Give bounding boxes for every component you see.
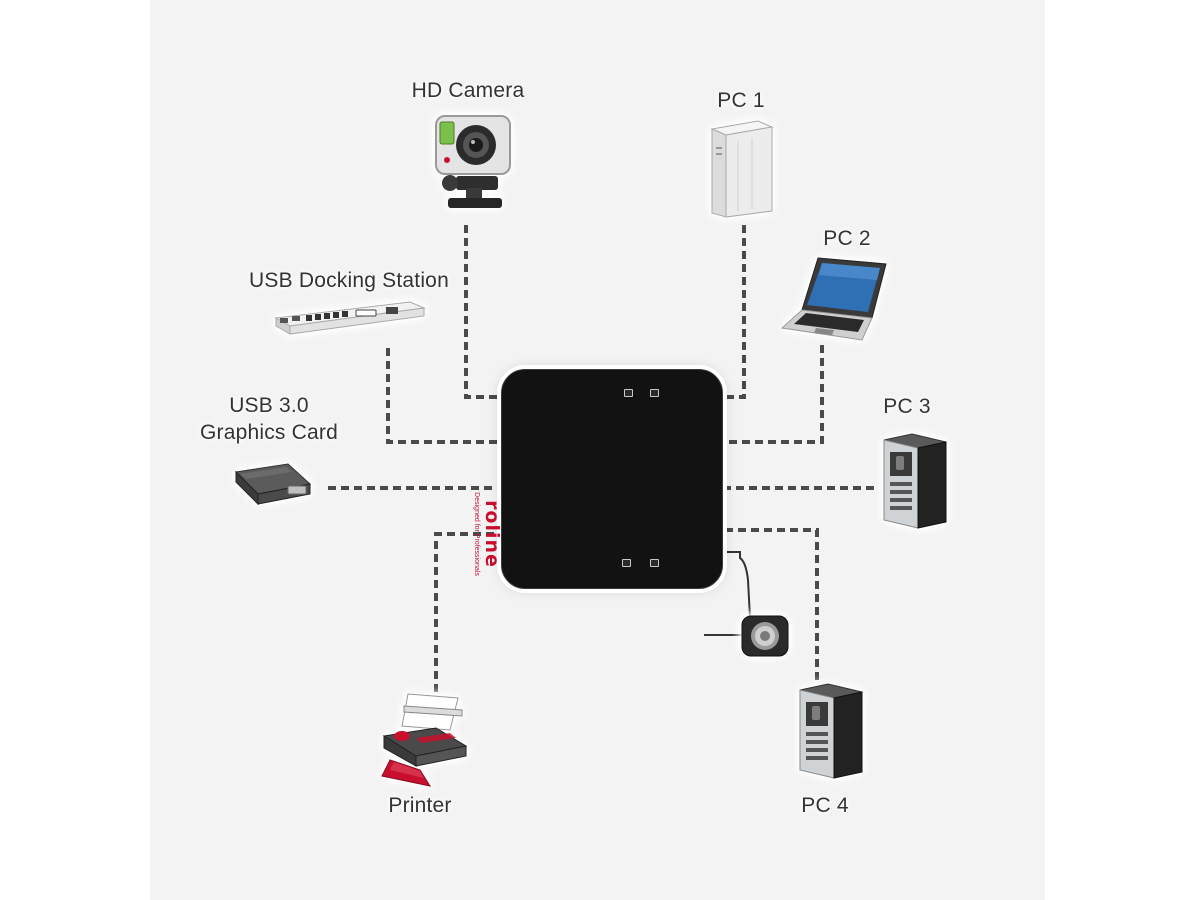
pc2-laptop-icon: [778, 254, 890, 346]
hub-indicator-2: [650, 389, 659, 397]
label-pc4: PC 4: [801, 794, 849, 817]
label-pc2: PC 2: [823, 227, 871, 250]
pc3-tower-icon: [876, 432, 950, 530]
label-pc1: PC 1: [717, 89, 765, 112]
hub-indicator-4: [650, 559, 659, 567]
label-hd-camera: HD Camera: [411, 79, 525, 102]
hub-brand-tagline: Designed for Professionals: [473, 492, 480, 576]
hd-camera-icon: [430, 112, 516, 212]
kvm-hub: [501, 369, 723, 589]
wire-remote-cable: [726, 551, 751, 619]
wire-pc1: [724, 225, 746, 399]
wire-pc4: [724, 528, 819, 680]
wire-pc2: [724, 345, 824, 444]
usb-docking-station-icon: [270, 298, 426, 338]
label-graphics-card-line2: Graphics Card: [200, 421, 338, 444]
hub-indicator-1: [624, 389, 633, 397]
hub-indicator-3: [622, 559, 631, 567]
hub-brand-name: roline: [481, 500, 503, 568]
wire-docking-station: [386, 348, 500, 444]
remote-switch-button-icon: [738, 612, 792, 660]
pc1-tower-icon: [708, 117, 778, 221]
printer-icon: [376, 690, 472, 790]
label-usb-docking-station: USB Docking Station: [249, 269, 449, 292]
graphics-card-icon: [230, 458, 316, 514]
hub-brand: roline Designed for Professionals: [467, 478, 503, 590]
wire-printer: [434, 532, 500, 692]
label-pc3: PC 3: [883, 395, 931, 418]
wire-hd-camera: [464, 225, 500, 399]
label-graphics-card: USB 3.0 Graphics Card: [196, 392, 342, 446]
label-graphics-card-line1: USB 3.0: [229, 394, 309, 417]
label-printer: Printer: [388, 794, 452, 817]
pc4-tower-icon: [792, 682, 866, 780]
